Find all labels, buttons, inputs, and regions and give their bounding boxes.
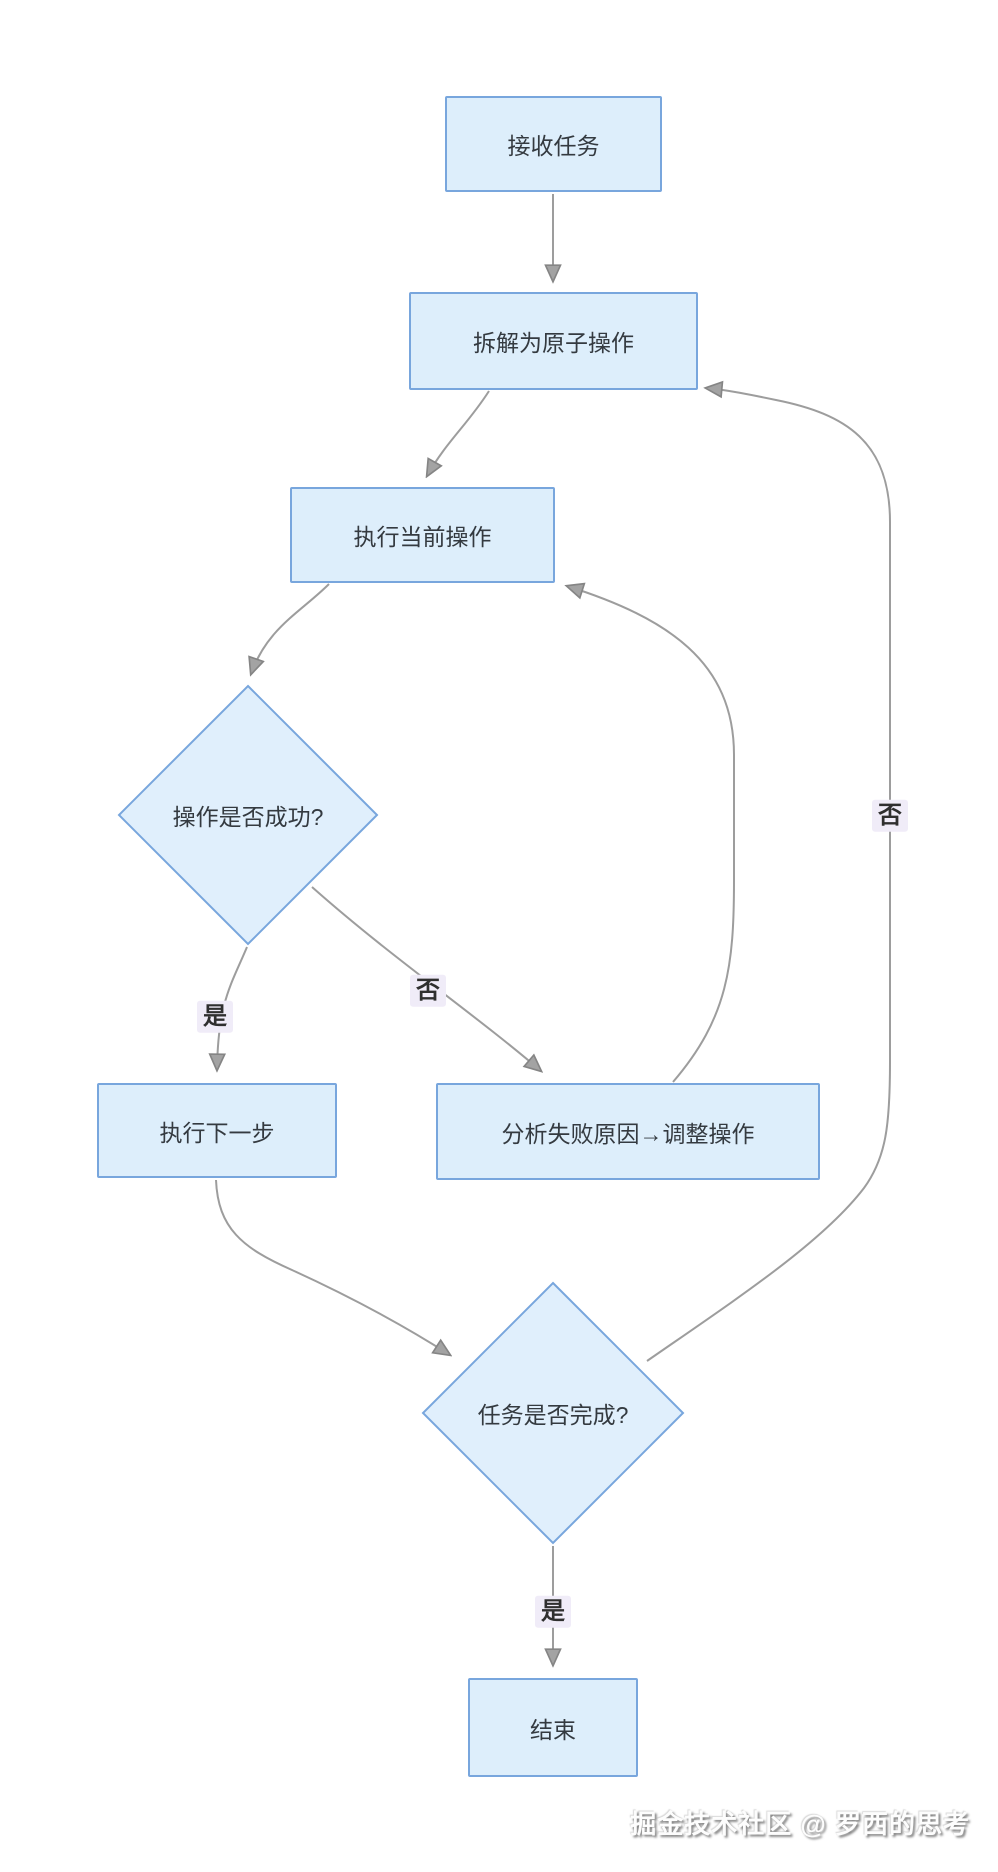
edge-next-step-to-check-done	[215, 1179, 450, 1355]
node-execute: 执行当前操作	[290, 487, 555, 583]
node-check-success: 操作是否成功?	[117, 684, 379, 946]
node-decompose: 拆解为原子操作	[409, 292, 698, 390]
node-next-step-label: 执行下一步	[159, 1119, 275, 1146]
edge-decompose-to-execute	[427, 390, 490, 476]
node-next-step: 执行下一步	[97, 1083, 337, 1178]
watermark-text: 掘金技术社区 @ 罗西的思考	[630, 1809, 970, 1839]
diamond-shape-check-success	[117, 684, 379, 946]
node-check-done: 任务是否完成?	[421, 1281, 685, 1545]
node-check-success-label: 操作是否成功?	[172, 804, 324, 830]
node-end-label: 结束	[530, 1716, 576, 1743]
diamond-shape-check-done	[421, 1281, 685, 1545]
node-receive-label: 接收任务	[507, 133, 600, 159]
node-check-done-label: 任务是否完成?	[477, 1402, 629, 1428]
edge-check-done-no-to-decompose	[646, 388, 891, 1362]
node-analyze: 分析失败原因→调整操作	[436, 1083, 820, 1180]
edge-label-no-check-done: 否	[872, 799, 908, 833]
edge-label-yes-check-success: 是	[197, 1000, 233, 1034]
edge-analyze-to-execute	[567, 586, 735, 1083]
node-end: 结束	[468, 1678, 638, 1777]
edge-label-yes-check-done: 是	[535, 1595, 571, 1629]
edge-check-success-yes-to-next-step	[217, 946, 248, 1070]
node-analyze-label: 分析失败原因→调整操作	[501, 1120, 755, 1147]
edge-execute-to-check-success	[251, 583, 330, 674]
edge-label-no-check-success: 否	[410, 974, 446, 1008]
node-receive: 接收任务	[445, 96, 662, 192]
node-decompose-label: 拆解为原子操作	[473, 330, 634, 356]
node-execute-label: 执行当前操作	[353, 524, 492, 550]
